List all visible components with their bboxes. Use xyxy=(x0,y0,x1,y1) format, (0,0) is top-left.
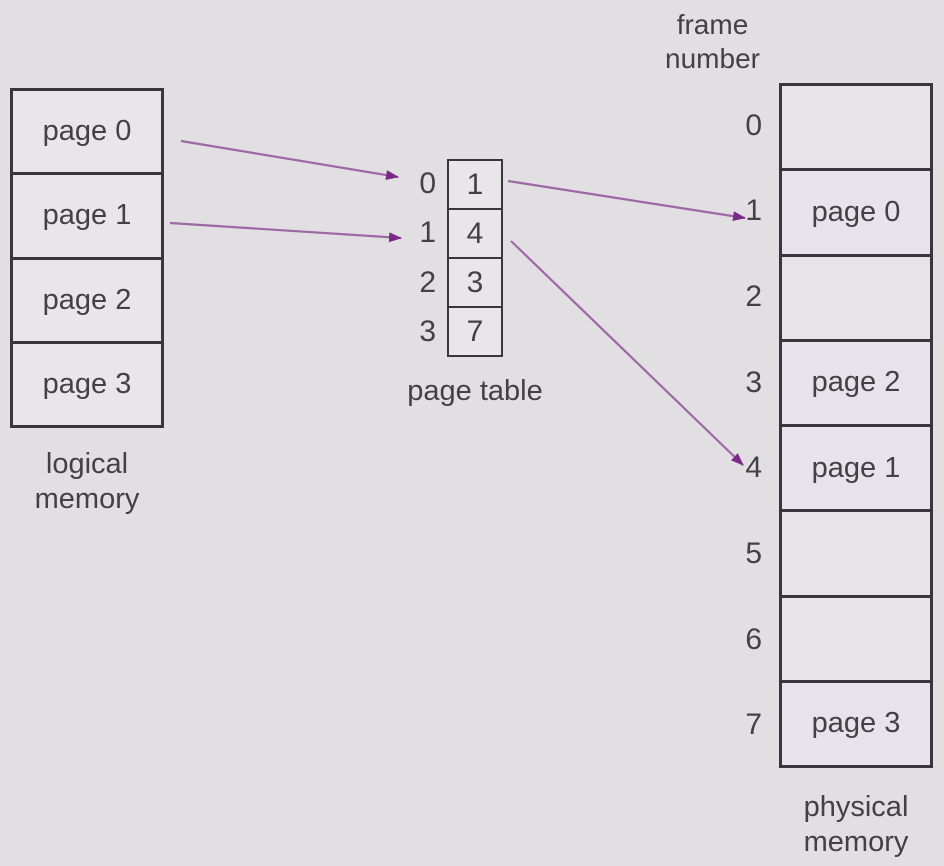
frame-number-caption-line2: number xyxy=(665,43,760,74)
logical-page-cell: page 3 xyxy=(13,343,161,425)
physical-memory-caption: physical memory xyxy=(779,790,933,860)
frame-number: 4 xyxy=(745,451,762,485)
physical-frame-cell: page 0 xyxy=(782,171,930,257)
page-table-entry: 4 xyxy=(449,210,501,259)
frame-number-caption: frame number xyxy=(640,8,785,76)
physical-memory-caption-line2: memory xyxy=(803,826,909,858)
physical-frame-cell: page 1 xyxy=(782,427,930,513)
frame-number: 2 xyxy=(745,280,762,314)
page-table-index: 2 xyxy=(419,265,436,299)
page-table-entry: 1 xyxy=(449,161,501,210)
page-table-box: 1 4 3 7 xyxy=(447,159,503,357)
physical-frame-cell xyxy=(782,512,930,598)
logical-memory-box: page 0 page 1 page 2 page 3 xyxy=(10,88,164,428)
logical-memory-caption: logical memory xyxy=(10,447,164,517)
page-table-index: 1 xyxy=(419,216,436,250)
page-table-caption: page table xyxy=(407,375,543,407)
arrow-page1-to-pt-index1 xyxy=(169,221,402,243)
frame-number: 7 xyxy=(745,708,762,742)
frame-number: 1 xyxy=(745,194,762,228)
page-table-index-column: 0 1 2 3 xyxy=(396,159,436,357)
frame-number-column: 0 1 2 3 4 5 6 7 xyxy=(698,83,762,768)
frame-number: 0 xyxy=(745,108,762,142)
logical-memory-caption-line1: logical xyxy=(45,448,129,480)
physical-frame-cell: page 2 xyxy=(782,341,930,427)
physical-frame-cell xyxy=(782,597,930,683)
page-table-entry: 3 xyxy=(449,259,501,308)
physical-memory-box: page 0 page 2 page 1 page 3 xyxy=(779,83,933,768)
arrow-page0-to-pt-index0 xyxy=(180,139,399,180)
physical-frame-cell xyxy=(782,86,930,172)
logical-memory-caption-line2: memory xyxy=(34,483,140,515)
frame-number: 5 xyxy=(745,536,762,570)
page-table-index: 0 xyxy=(419,166,436,200)
page-table-entry: 7 xyxy=(449,308,501,355)
physical-frame-cell xyxy=(782,256,930,342)
physical-memory-caption-line1: physical xyxy=(803,791,909,823)
frame-number-caption-line1: frame xyxy=(676,9,749,40)
frame-number: 3 xyxy=(745,365,762,399)
logical-page-cell: page 2 xyxy=(13,259,161,344)
physical-frame-cell: page 3 xyxy=(782,682,930,765)
logical-page-cell: page 1 xyxy=(13,175,161,260)
page-table-index: 3 xyxy=(419,315,436,349)
frame-number: 6 xyxy=(745,622,762,656)
logical-page-cell: page 0 xyxy=(13,91,161,176)
